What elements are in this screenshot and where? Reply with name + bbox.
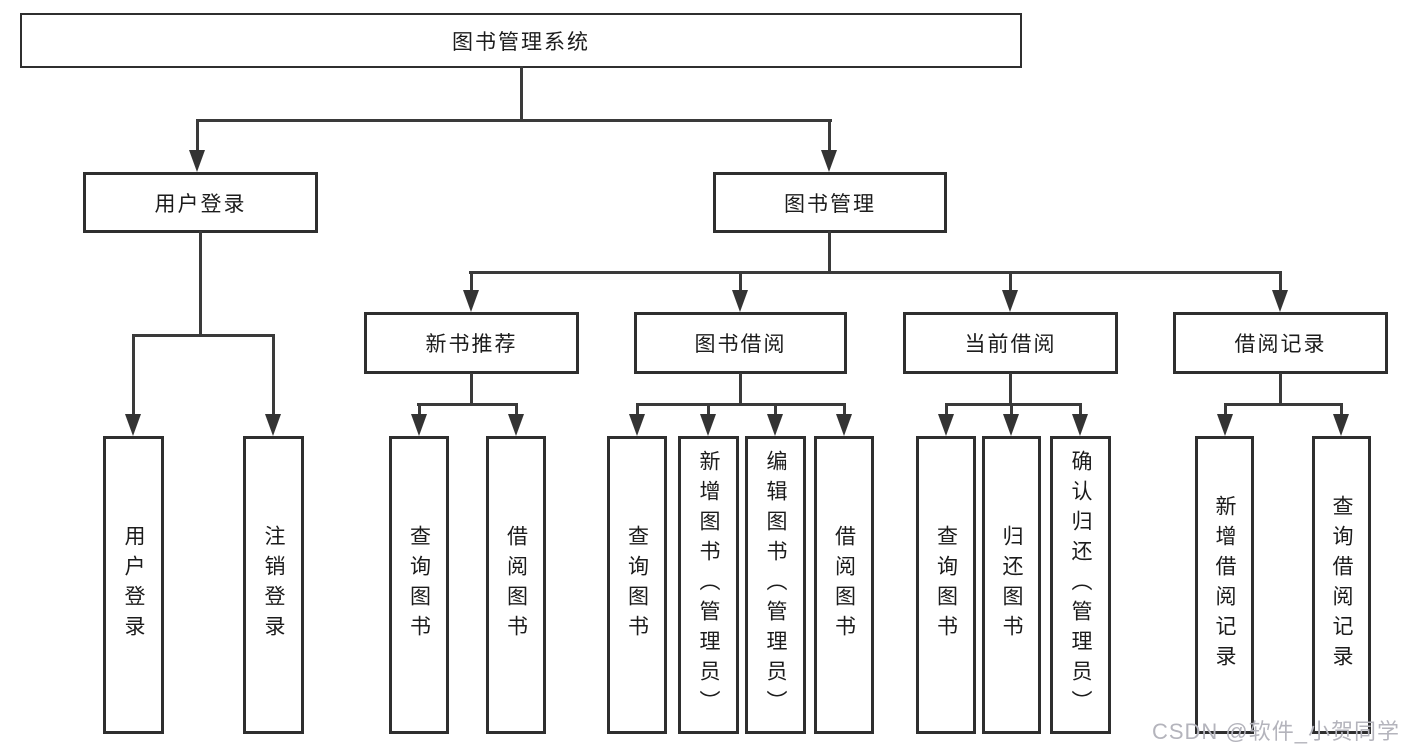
connector-drop [636,403,639,416]
connector-root-stem [520,66,523,122]
connector-drop [1340,403,1343,416]
node-user-login: 用户登录 [83,172,318,233]
connector-drop [774,403,777,416]
connector-drop [1224,403,1227,416]
arrowhead-down-icon [508,414,524,436]
node-label: 归还图书 [1000,525,1023,645]
connector-drop [470,271,473,293]
node-label: 借阅图书 [504,525,528,645]
arrowhead-down-icon [938,414,954,436]
node-label: 借阅记录 [1234,333,1327,356]
leaf-borrow-books: 借阅图书 [486,436,546,734]
node-label: 新增图书（管理员） [697,450,720,720]
connector-drop [828,119,831,153]
leaf-query-books: 查询图书 [389,436,449,734]
leaf-logout: 注销登录 [243,436,304,734]
arrowhead-down-icon [1217,414,1233,436]
node-current-borrowing: 当前借阅 [903,312,1118,374]
arrowhead-down-icon [700,414,716,436]
arrowhead-down-icon [629,414,645,436]
node-label: 当前借阅 [964,333,1057,356]
connector-bus [1224,403,1342,406]
node-label: 注销登录 [262,525,285,645]
arrowhead-down-icon [1003,414,1019,436]
node-label: 用户登录 [122,525,145,645]
connector-drop [132,334,135,416]
connector-drop [196,119,199,153]
connector-drop [1279,271,1282,293]
connector-drop [272,334,275,416]
connector-drop [945,403,948,416]
node-label: 图书管理系统 [452,30,590,54]
arrowhead-down-icon [1272,290,1288,312]
leaf-edit-books-admin: 编辑图书（管理员） [745,436,806,734]
leaf-return-books: 归还图书 [982,436,1041,734]
leaf-add-books-admin: 新增图书（管理员） [678,436,739,734]
node-label: 查询图书 [407,525,431,645]
arrowhead-down-icon [1333,414,1349,436]
connector-drop [515,403,518,416]
leaf-query-books: 查询图书 [607,436,667,734]
node-book-management: 图书管理 [713,172,947,233]
node-borrowing-records: 借阅记录 [1173,312,1388,374]
connector-userlogin-stem [199,231,202,337]
node-label: 用户登录 [154,192,247,216]
node-new-book-recommend: 新书推荐 [364,312,579,374]
connector-drop [1010,403,1013,416]
node-label: 新增借阅记录 [1213,495,1236,675]
leaf-query-books: 查询图书 [916,436,976,734]
node-book-borrowing: 图书借阅 [634,312,847,374]
node-label: 图书管理 [784,192,876,216]
connector-drop [707,403,710,416]
connector-stem [1279,373,1282,406]
connector-drop [1009,271,1012,293]
connector-userlogin-bus [132,334,275,337]
node-label: 图书借阅 [694,333,787,356]
arrowhead-down-icon [125,414,141,436]
connector-bookmgmt-stem [828,231,831,274]
arrowhead-down-icon [189,150,205,172]
arrowhead-down-icon [836,414,852,436]
node-label: 查询图书 [934,525,958,645]
connector-bookmgmt-bus [469,271,1282,274]
connector-stem [1009,373,1012,406]
node-label: 确认归还（管理员） [1069,450,1092,720]
node-label: 新书推荐 [425,333,518,356]
arrowhead-down-icon [1002,290,1018,312]
arrowhead-down-icon [411,414,427,436]
node-label: 借阅图书 [832,525,856,645]
connector-drop [843,403,846,416]
arrowhead-down-icon [1072,414,1088,436]
leaf-add-borrow-record: 新增借阅记录 [1195,436,1254,734]
connector-root-bus [196,119,832,122]
node-label: 查询借阅记录 [1330,495,1353,675]
arrowhead-down-icon [821,150,837,172]
connector-bus [417,403,518,406]
connector-bus [636,403,845,406]
arrowhead-down-icon [463,290,479,312]
connector-stem [739,373,742,406]
leaf-query-borrow-record: 查询借阅记录 [1312,436,1371,734]
arrowhead-down-icon [265,414,281,436]
leaf-borrow-books: 借阅图书 [814,436,874,734]
leaf-confirm-return-admin: 确认归还（管理员） [1050,436,1111,734]
arrowhead-down-icon [732,290,748,312]
arrowhead-down-icon [767,414,783,436]
csdn-watermark: CSDN @软件_小贺同学 [1151,719,1400,744]
connector-stem [470,373,473,406]
node-library-system: 图书管理系统 [20,13,1022,68]
connector-drop [418,403,421,416]
leaf-user-login: 用户登录 [103,436,164,734]
connector-bus [945,403,1081,406]
connector-drop [1079,403,1082,416]
node-label: 编辑图书（管理员） [764,450,787,720]
connector-drop [739,271,742,293]
node-label: 查询图书 [625,525,649,645]
